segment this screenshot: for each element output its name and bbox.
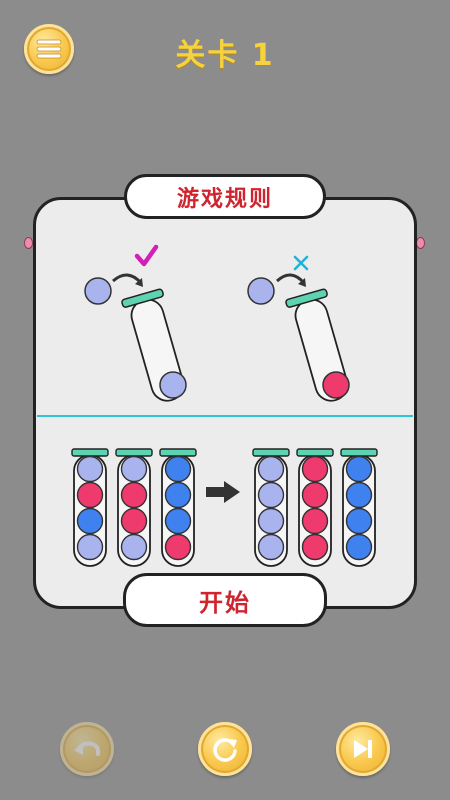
hamburger-icon <box>24 24 74 74</box>
decorative-bead <box>24 237 33 249</box>
level-title: 关卡 1 <box>175 38 275 73</box>
rules-dialog <box>33 197 417 609</box>
menu-button[interactable] <box>24 24 74 74</box>
rules-title: 游戏规则 <box>124 174 326 219</box>
skip-icon <box>336 722 390 776</box>
start-button[interactable]: 开始 <box>123 573 327 627</box>
restart-icon <box>198 722 252 776</box>
skip-button[interactable] <box>336 722 390 776</box>
undo-icon <box>60 722 114 776</box>
undo-button[interactable] <box>60 722 114 776</box>
divider <box>37 415 413 417</box>
decorative-bead <box>416 237 425 249</box>
restart-button[interactable] <box>198 722 252 776</box>
